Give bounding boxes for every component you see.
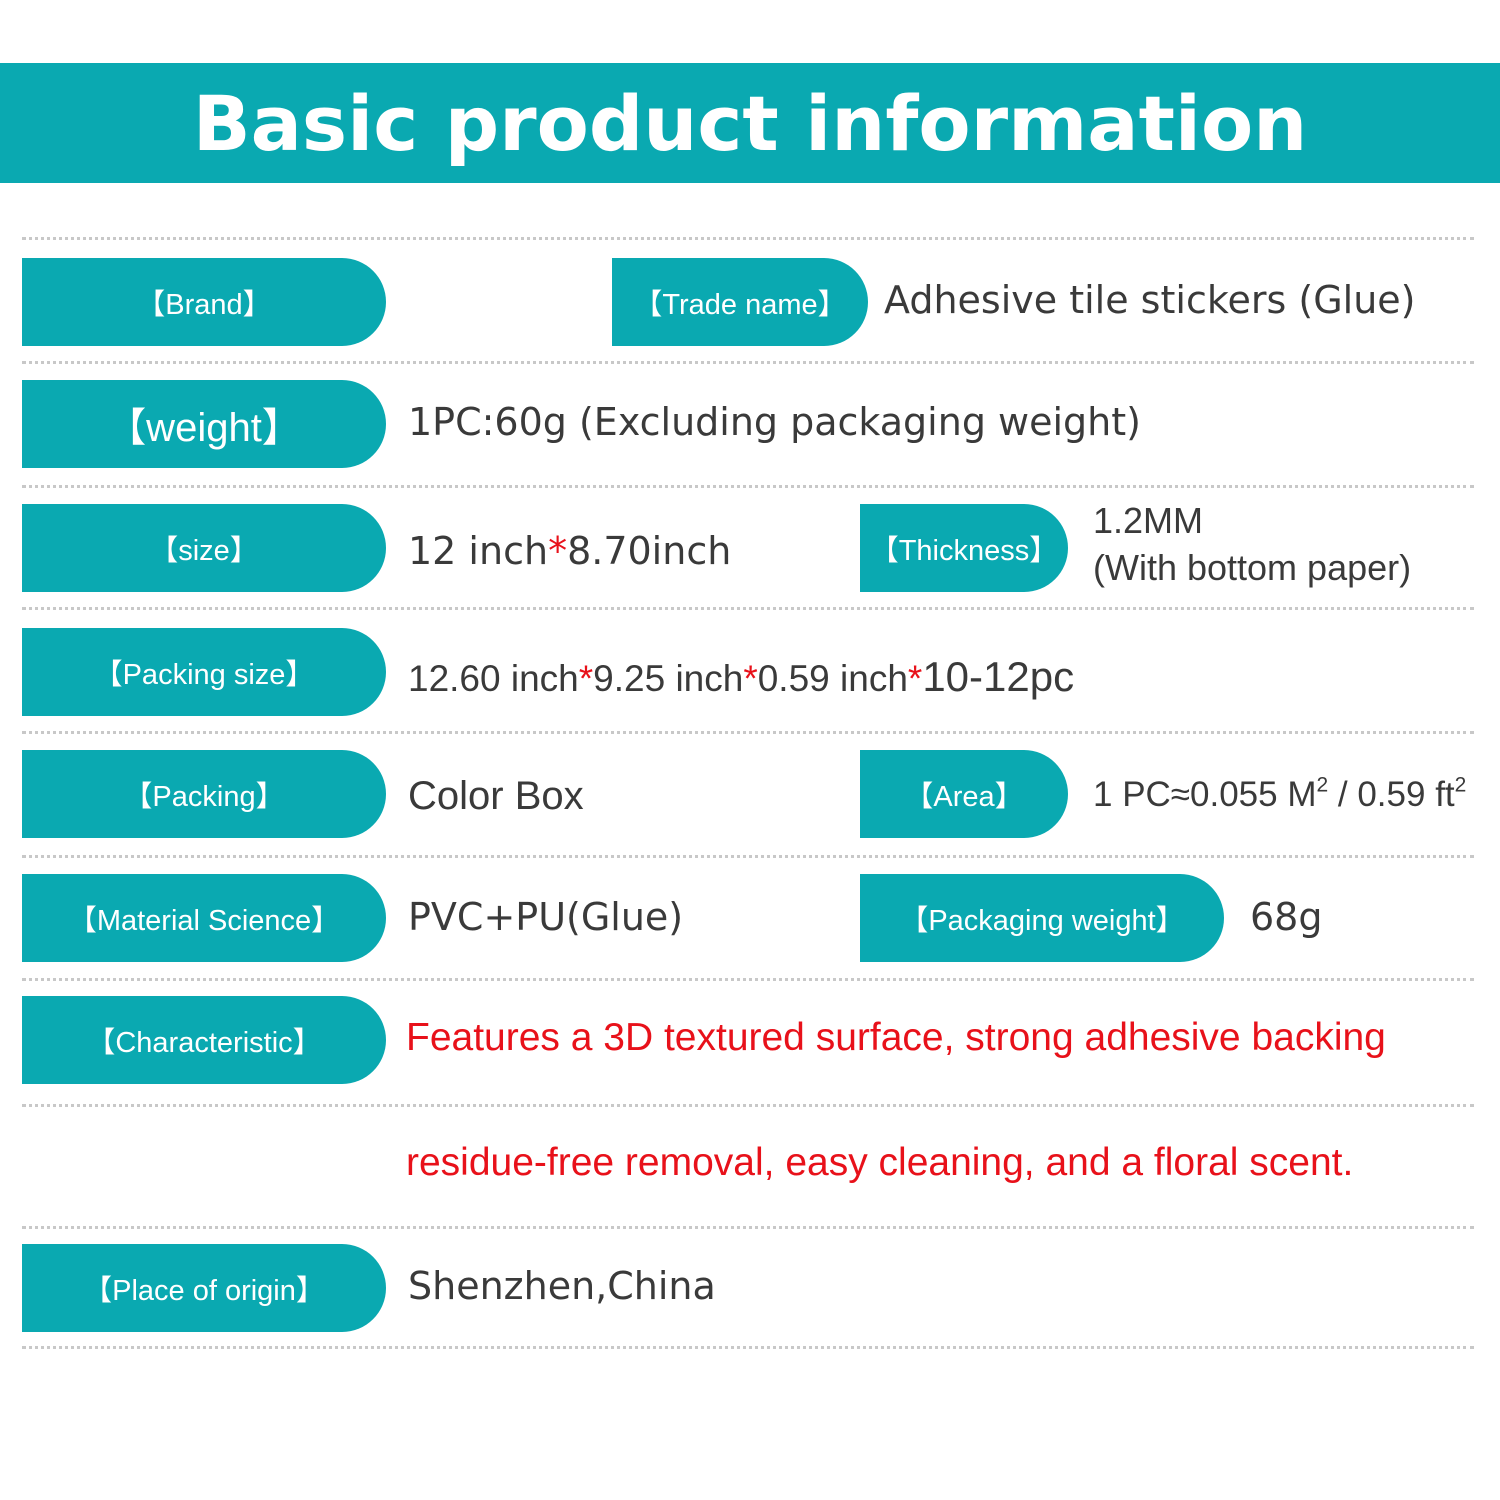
superscript: 2 xyxy=(1316,773,1329,797)
separator xyxy=(22,1104,1474,1107)
characteristic-line-2: residue-free removal, easy cleaning, and… xyxy=(406,1141,1354,1184)
page-title: Basic product information xyxy=(192,78,1308,168)
thickness-label: 【Thickness】 xyxy=(860,504,1068,592)
thickness-value: 1.2MM (With bottom paper) xyxy=(1093,497,1411,591)
separator xyxy=(22,237,1474,240)
packing-size-length: 12.60 inch xyxy=(408,658,579,699)
title-banner: Basic product information xyxy=(0,63,1500,183)
packing-label: 【Packing】 xyxy=(22,750,386,838)
packing-size-height: 0.59 inch xyxy=(757,658,908,699)
thickness-line-2: (With bottom paper) xyxy=(1093,547,1412,588)
size-label: 【size】 xyxy=(22,504,386,592)
weight-value: 1PC:60g (Excluding packaging weight) xyxy=(408,400,1141,444)
size-value-height: 8.70inch xyxy=(567,529,732,573)
superscript: 2 xyxy=(1454,773,1467,797)
separator xyxy=(22,1346,1474,1349)
area-value-imperial: / 0.59 ft xyxy=(1328,775,1455,814)
area-label: 【Area】 xyxy=(860,750,1068,838)
size-value-width: 12 inch xyxy=(408,529,549,573)
material-label: 【Material Science】 xyxy=(22,874,386,962)
multiply-symbol: * xyxy=(743,658,758,699)
separator xyxy=(22,978,1474,981)
separator xyxy=(22,485,1474,488)
weight-label: 【weight】 xyxy=(22,380,386,468)
brand-label: 【Brand】 xyxy=(22,258,386,346)
multiply-symbol: * xyxy=(548,529,568,573)
area-value: 1 PC≈0.055 M2 / 0.59 ft2 xyxy=(1093,774,1466,814)
material-value: PVC+PU(Glue) xyxy=(408,895,684,939)
origin-value: Shenzhen,China xyxy=(408,1264,716,1308)
area-value-metric: 1 PC≈0.055 M xyxy=(1093,775,1317,814)
multiply-symbol: * xyxy=(907,658,923,699)
characteristic-label: 【Characteristic】 xyxy=(22,996,386,1084)
thickness-line-1: 1.2MM xyxy=(1093,500,1204,541)
multiply-symbol: * xyxy=(578,658,594,699)
size-value: 12 inch*8.70inch xyxy=(408,532,731,570)
packaging-weight-label: 【Packaging weight】 xyxy=(860,874,1224,962)
separator xyxy=(22,855,1474,858)
separator xyxy=(22,731,1474,734)
separator xyxy=(22,1226,1474,1229)
packing-quantity: 10-12pc xyxy=(922,653,1075,700)
origin-label: 【Place of origin】 xyxy=(22,1244,386,1332)
packing-size-width: 9.25 inch xyxy=(593,658,744,699)
trade-name-value: Adhesive tile stickers (Glue) xyxy=(884,278,1416,322)
packing-size-value: 12.60 inch*9.25 inch*0.59 inch*10-12pc xyxy=(408,656,1074,698)
separator xyxy=(22,607,1474,610)
packaging-weight-value: 68g xyxy=(1250,895,1323,939)
separator xyxy=(22,361,1474,364)
characteristic-line-1: Features a 3D textured surface, strong a… xyxy=(406,1016,1386,1059)
packing-size-label: 【Packing size】 xyxy=(22,628,386,716)
trade-name-label: 【Trade name】 xyxy=(612,258,868,346)
packing-value: Color Box xyxy=(408,774,584,818)
